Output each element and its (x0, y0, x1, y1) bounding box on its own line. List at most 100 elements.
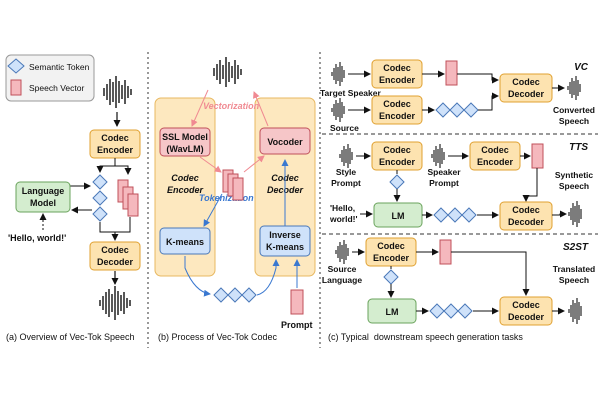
s2st-speaker-vector (439, 239, 452, 265)
vc-codec-encoder-2: Codec Encoder (371, 95, 423, 125)
a-codec-decoder-box: Codec Decoder (89, 241, 141, 271)
waveform-icon (331, 62, 345, 86)
waveform-icon (568, 201, 582, 227)
s2st-codec-decoder: Codec Decoder (499, 296, 553, 326)
svg-text:Speech: Speech (559, 116, 589, 126)
tts-speaker-prompt: Speaker (427, 167, 461, 177)
panel-separators (147, 52, 598, 348)
tts-codec-encoder-1: Codec Encoder (371, 141, 423, 171)
svg-text:Language: Language (22, 186, 65, 196)
tts-hello: 'Hello, (330, 203, 355, 213)
svg-text:Codec: Codec (101, 133, 129, 143)
legend-vector-icon (10, 79, 22, 96)
svg-text:Decoder: Decoder (508, 89, 545, 99)
svg-text:Codec: Codec (512, 77, 540, 87)
tts-tag: TTS (569, 142, 588, 153)
b-waveform (213, 57, 242, 87)
a-hello-text: 'Hello, world!' (8, 233, 66, 243)
s2st-tag: S2ST (563, 242, 589, 253)
b-token-row (213, 287, 257, 303)
vc-target-speaker: Target Speaker (320, 88, 381, 98)
svg-text:Encoder: Encoder (379, 111, 416, 121)
caption-a: (a) Overview of Vec-Tok Speech (6, 332, 135, 342)
svg-text:Vocoder: Vocoder (267, 137, 303, 147)
b-inverse-kmeans-box: Inverse K-means (259, 225, 311, 257)
legend: Semantic Token Speech Vector (5, 54, 95, 102)
tts-lm-box: LM (373, 202, 423, 228)
a-vector-stack (117, 179, 139, 217)
s2st-codec-encoder: Codec Encoder (365, 237, 417, 267)
b-kmeans-box: K-means (159, 227, 211, 255)
tts-speaker-vector (531, 143, 544, 169)
legend-speech-vector: Speech Vector (29, 83, 84, 93)
tts-style-prompt: Style (336, 167, 357, 177)
svg-text:Decoder: Decoder (97, 257, 134, 267)
svg-text:Speech: Speech (559, 181, 589, 191)
s2st-token (383, 269, 399, 285)
waveform-icon (567, 76, 581, 100)
b-ssl-model-box: SSL Model (WavLM) (159, 127, 211, 157)
b-tokenization-label: Tokenization (199, 193, 254, 203)
caption-b: (b) Process of Vec-Tok Codec (158, 332, 278, 342)
svg-text:Encoder: Encoder (379, 157, 416, 167)
svg-text:Model: Model (30, 198, 56, 208)
tts-token (389, 174, 405, 190)
tts-synthetic-speech: Synthetic (555, 170, 594, 180)
svg-text:Speech: Speech (559, 275, 589, 285)
svg-text:Codec: Codec (101, 245, 129, 255)
waveform-icon (431, 144, 445, 168)
svg-text:Encoder: Encoder (167, 185, 204, 195)
svg-text:Encoder: Encoder (379, 75, 416, 85)
s2st-source-language: Source (328, 264, 357, 274)
waveform-icon (335, 240, 349, 264)
s2st-token-row (429, 303, 473, 319)
svg-text:Decoder: Decoder (508, 217, 545, 227)
svg-text:LM: LM (386, 307, 399, 317)
svg-text:Encoder: Encoder (97, 145, 134, 155)
b-vectorization-label: Vectorization (203, 101, 260, 111)
svg-text:Prompt: Prompt (429, 178, 459, 188)
vc-source: Source (330, 123, 359, 133)
a-codec-encoder-box: Codec Encoder (89, 129, 141, 159)
vc-converted-speech: Converted (553, 105, 595, 115)
b-prompt-vector (290, 289, 304, 315)
svg-text:Encoder: Encoder (477, 157, 514, 167)
svg-text:Codec: Codec (383, 99, 411, 109)
vc-tag: VC (574, 62, 589, 73)
svg-text:Encoder: Encoder (373, 253, 410, 263)
svg-text:Codec: Codec (383, 63, 411, 73)
svg-text:Codec: Codec (512, 205, 540, 215)
b-vector-stack (222, 169, 244, 201)
vc-codec-decoder: Codec Decoder (499, 73, 553, 103)
svg-text:Prompt: Prompt (331, 178, 361, 188)
vc-token-row (435, 102, 479, 118)
tts-codec-encoder-2: Codec Encoder (469, 141, 521, 171)
a-language-model-box: Language Model (15, 181, 71, 213)
s2st-lm-box: LM (367, 298, 417, 324)
svg-text:SSL Model: SSL Model (162, 132, 208, 142)
svg-text:Inverse: Inverse (269, 230, 301, 240)
waveform-icon (103, 76, 132, 108)
svg-text:Decoder: Decoder (508, 312, 545, 322)
tts-codec-decoder: Codec Decoder (499, 201, 553, 231)
waveform-icon (339, 144, 353, 168)
svg-text:Codec: Codec (481, 145, 509, 155)
b-codec-encoder-label: Codec (171, 173, 199, 183)
svg-text:K-means: K-means (266, 242, 304, 252)
a-token-stack (92, 174, 108, 222)
vc-codec-encoder-1: Codec Encoder (371, 59, 423, 89)
svg-text:Codec: Codec (383, 145, 411, 155)
s2st-translated-speech: Translated (553, 264, 596, 274)
legend-token-icon (7, 58, 25, 74)
svg-text:K-means: K-means (166, 237, 204, 247)
svg-text:Codec: Codec (377, 241, 405, 251)
tts-world: world!' (329, 214, 358, 224)
b-vocoder-box: Vocoder (259, 127, 311, 155)
svg-text:(WavLM): (WavLM) (166, 144, 203, 154)
caption-c: (c) Typical downstream speech generation… (328, 332, 523, 342)
vc-speaker-vector (445, 60, 458, 86)
waveform-icon (331, 98, 345, 122)
svg-text:Codec: Codec (512, 300, 540, 310)
waveform-icon (568, 298, 582, 324)
waveform-icon (99, 286, 131, 320)
